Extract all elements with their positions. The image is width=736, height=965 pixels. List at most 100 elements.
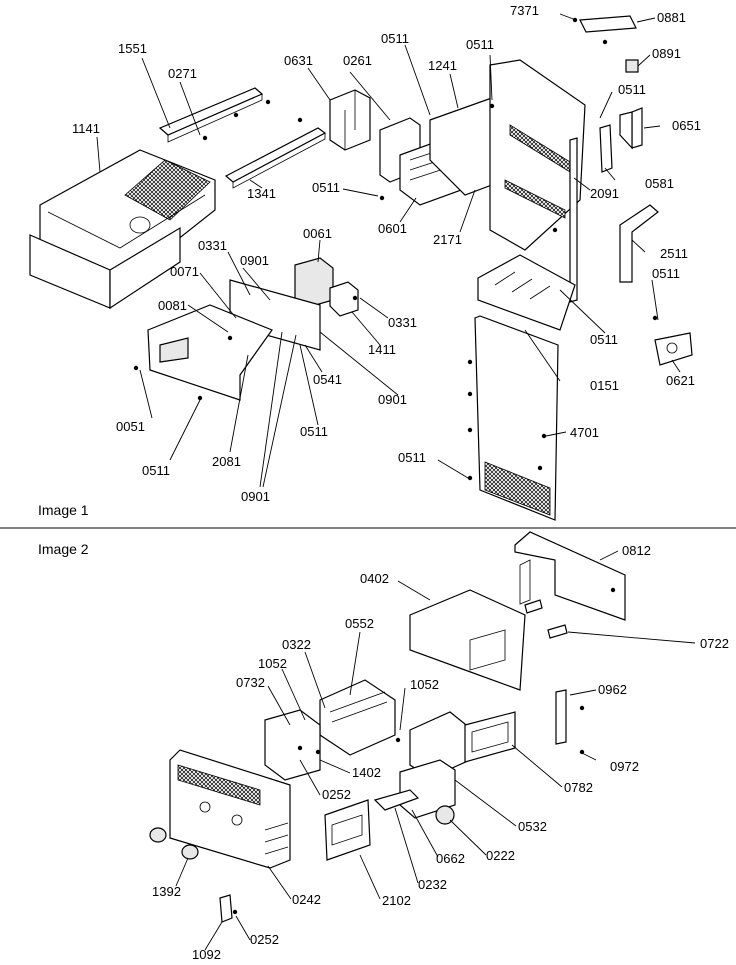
label-0552: 0552	[345, 616, 374, 631]
plate-2102-part	[324, 799, 371, 861]
label-1241: 1241	[428, 58, 457, 73]
label-0331-a: 0331	[198, 238, 227, 253]
label-0271: 0271	[168, 66, 197, 81]
label-0081: 0081	[158, 298, 187, 313]
box-0732-part	[264, 709, 321, 781]
label-0901-b: 0901	[378, 392, 407, 407]
label-0881: 0881	[657, 10, 686, 25]
caption-image-2: Image 2	[38, 541, 89, 557]
label-0541: 0541	[313, 372, 342, 387]
label-0061: 0061	[303, 226, 332, 241]
label-0901-c: 0901	[241, 489, 270, 504]
label-0891: 0891	[652, 46, 681, 61]
label-1551: 1551	[118, 41, 147, 56]
front-panel-4701-part	[474, 315, 559, 521]
label-2081: 2081	[212, 454, 241, 469]
label-0511-b: 0511	[466, 37, 494, 52]
label-1052-a: 1052	[258, 656, 287, 671]
label-0252-a: 0252	[322, 787, 351, 802]
clip-0891-part	[625, 59, 639, 73]
plate-0962-part	[555, 689, 567, 745]
switch-0621-part	[654, 332, 693, 366]
label-0242: 0242	[292, 892, 321, 907]
label-0511-d: 0511	[312, 180, 340, 195]
label-0232: 0232	[418, 877, 447, 892]
label-1341: 1341	[247, 186, 276, 201]
lever-0232-part	[373, 789, 420, 811]
label-0151: 0151	[590, 378, 619, 393]
label-0532: 0532	[518, 819, 547, 834]
label-0252-b: 0252	[250, 932, 279, 947]
label-0511-i: 0511	[398, 450, 426, 465]
label-0261: 0261	[343, 53, 372, 68]
label-0071: 0071	[170, 264, 199, 279]
label-0962: 0962	[598, 682, 627, 697]
label-0662: 0662	[436, 851, 465, 866]
bracket-0812-part	[514, 531, 626, 621]
label-1052-b: 1052	[410, 677, 439, 692]
shroud-0151-part	[477, 254, 576, 331]
screws-image2	[232, 587, 616, 915]
label-0511-g: 0511	[142, 463, 170, 478]
label-0051: 0051	[116, 419, 145, 434]
rail-1551-part	[158, 87, 264, 143]
bracket-0581-part	[599, 124, 613, 173]
bracket-0631-part	[329, 89, 371, 151]
pins-0722-part	[524, 599, 568, 639]
label-0511-e: 0511	[652, 266, 680, 281]
image1-section: 7371 0881 1551 0271 0631 0261 0511 1241 …	[29, 3, 701, 521]
label-0972: 0972	[610, 759, 639, 774]
label-0901-a: 0901	[240, 253, 269, 268]
label-0732: 0732	[236, 675, 265, 690]
label-0651: 0651	[672, 118, 701, 133]
label-0631: 0631	[284, 53, 313, 68]
ice-bin-part	[29, 149, 216, 310]
labels-image1: 7371 0881 1551 0271 0631 0261 0511 1241 …	[72, 3, 701, 504]
label-1411: 1411	[368, 342, 396, 357]
bracket-0881-part	[579, 15, 637, 33]
label-0601: 0601	[378, 221, 407, 236]
label-0322: 0322	[282, 637, 311, 652]
label-0812: 0812	[622, 543, 651, 558]
bracket-0552-part	[319, 679, 396, 756]
label-0581: 0581	[645, 176, 674, 191]
label-1141: 1141	[72, 121, 100, 136]
label-0511-a: 0511	[381, 31, 409, 46]
clip-1092-part	[219, 894, 233, 923]
labels-image2: 0812 0402 0552 0722 0322 1052 1052 0732 …	[152, 543, 729, 962]
front-cover-0242-part	[169, 749, 291, 869]
label-0722: 0722	[700, 636, 729, 651]
leaders-image1	[96, 13, 681, 488]
frame-0782-part	[409, 711, 516, 779]
label-0621: 0621	[666, 373, 695, 388]
label-2511: 2511	[660, 246, 688, 261]
image2-section: Image 2	[38, 531, 729, 962]
label-0222: 0222	[486, 848, 515, 863]
label-7371: 7371	[510, 3, 539, 18]
label-0782: 0782	[564, 780, 593, 795]
label-0511-c: 0511	[618, 82, 646, 97]
leaders-image2	[175, 550, 696, 951]
rod-2091-part	[569, 137, 578, 303]
label-0331-b: 0331	[388, 315, 417, 330]
label-2102: 2102	[382, 893, 411, 908]
mounting-plate-2171-part	[429, 94, 506, 196]
label-4701: 4701	[570, 425, 599, 440]
lower-assembly-part	[147, 279, 359, 401]
rail-1341-part	[224, 127, 327, 189]
label-2171: 2171	[433, 232, 462, 247]
label-1092: 1092	[192, 947, 221, 962]
duct-0651-part	[619, 107, 643, 150]
label-2091: 2091	[590, 186, 619, 201]
label-1402: 1402	[352, 765, 381, 780]
label-1392: 1392	[152, 884, 181, 899]
caption-image-1: Image 1	[38, 502, 89, 518]
housing-0402-part	[409, 589, 526, 691]
label-0511-h: 0511	[300, 424, 328, 439]
housing-panel-part	[489, 59, 586, 251]
label-0402: 0402	[360, 571, 389, 586]
knobs-1392-part	[149, 827, 199, 860]
duct-2511-part	[619, 204, 659, 283]
label-0511-f: 0511	[590, 332, 618, 347]
